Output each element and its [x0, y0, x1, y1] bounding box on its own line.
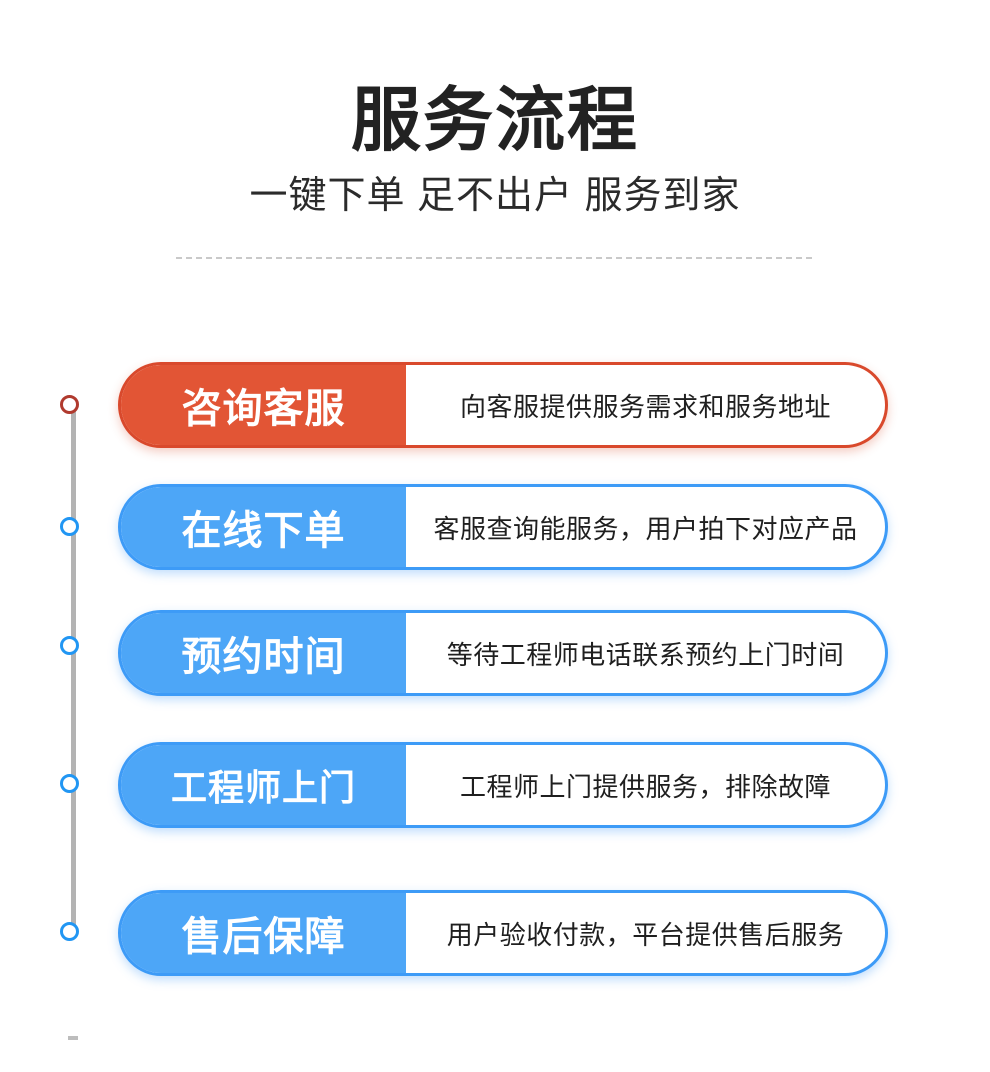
page-subtitle: 一键下单 足不出户 服务到家	[249, 175, 741, 217]
timeline-dot	[60, 636, 79, 655]
timeline-dot	[60, 395, 79, 414]
page-header: 服务流程 一键下单 足不出户 服务到家	[0, 0, 990, 220]
step-row[interactable]: 咨询客服 向客服提供服务需求和服务地址	[118, 362, 888, 448]
step-label: 售后保障	[121, 893, 406, 973]
timeline-tail-mark	[68, 1036, 78, 1040]
step-description: 客服查询能服务，用户拍下对应产品	[433, 513, 858, 544]
step-row[interactable]: 在线下单 客服查询能服务，用户拍下对应产品	[118, 484, 888, 570]
step-label: 预约时间	[121, 613, 406, 693]
timeline-dot	[60, 774, 79, 793]
step-row[interactable]: 工程师上门 工程师上门提供服务，排除故障	[118, 742, 888, 828]
header-divider	[176, 257, 812, 259]
step-row[interactable]: 预约时间 等待工程师电话联系预约上门时间	[118, 610, 888, 696]
step-description: 工程师上门提供服务，排除故障	[459, 771, 831, 802]
step-label: 在线下单	[121, 487, 406, 567]
step-description: 等待工程师电话联系预约上门时间	[446, 639, 845, 670]
step-description: 用户验收付款，平台提供售后服务	[446, 919, 845, 950]
page-title: 服务流程	[351, 81, 639, 159]
step-label: 工程师上门	[121, 745, 406, 825]
step-row[interactable]: 售后保障 用户验收付款，平台提供售后服务	[118, 890, 888, 976]
step-label: 咨询客服	[121, 365, 406, 445]
timeline-dot	[60, 922, 79, 941]
step-description: 向客服提供服务需求和服务地址	[459, 391, 831, 422]
timeline-dot	[60, 517, 79, 536]
timeline-track	[71, 404, 76, 932]
